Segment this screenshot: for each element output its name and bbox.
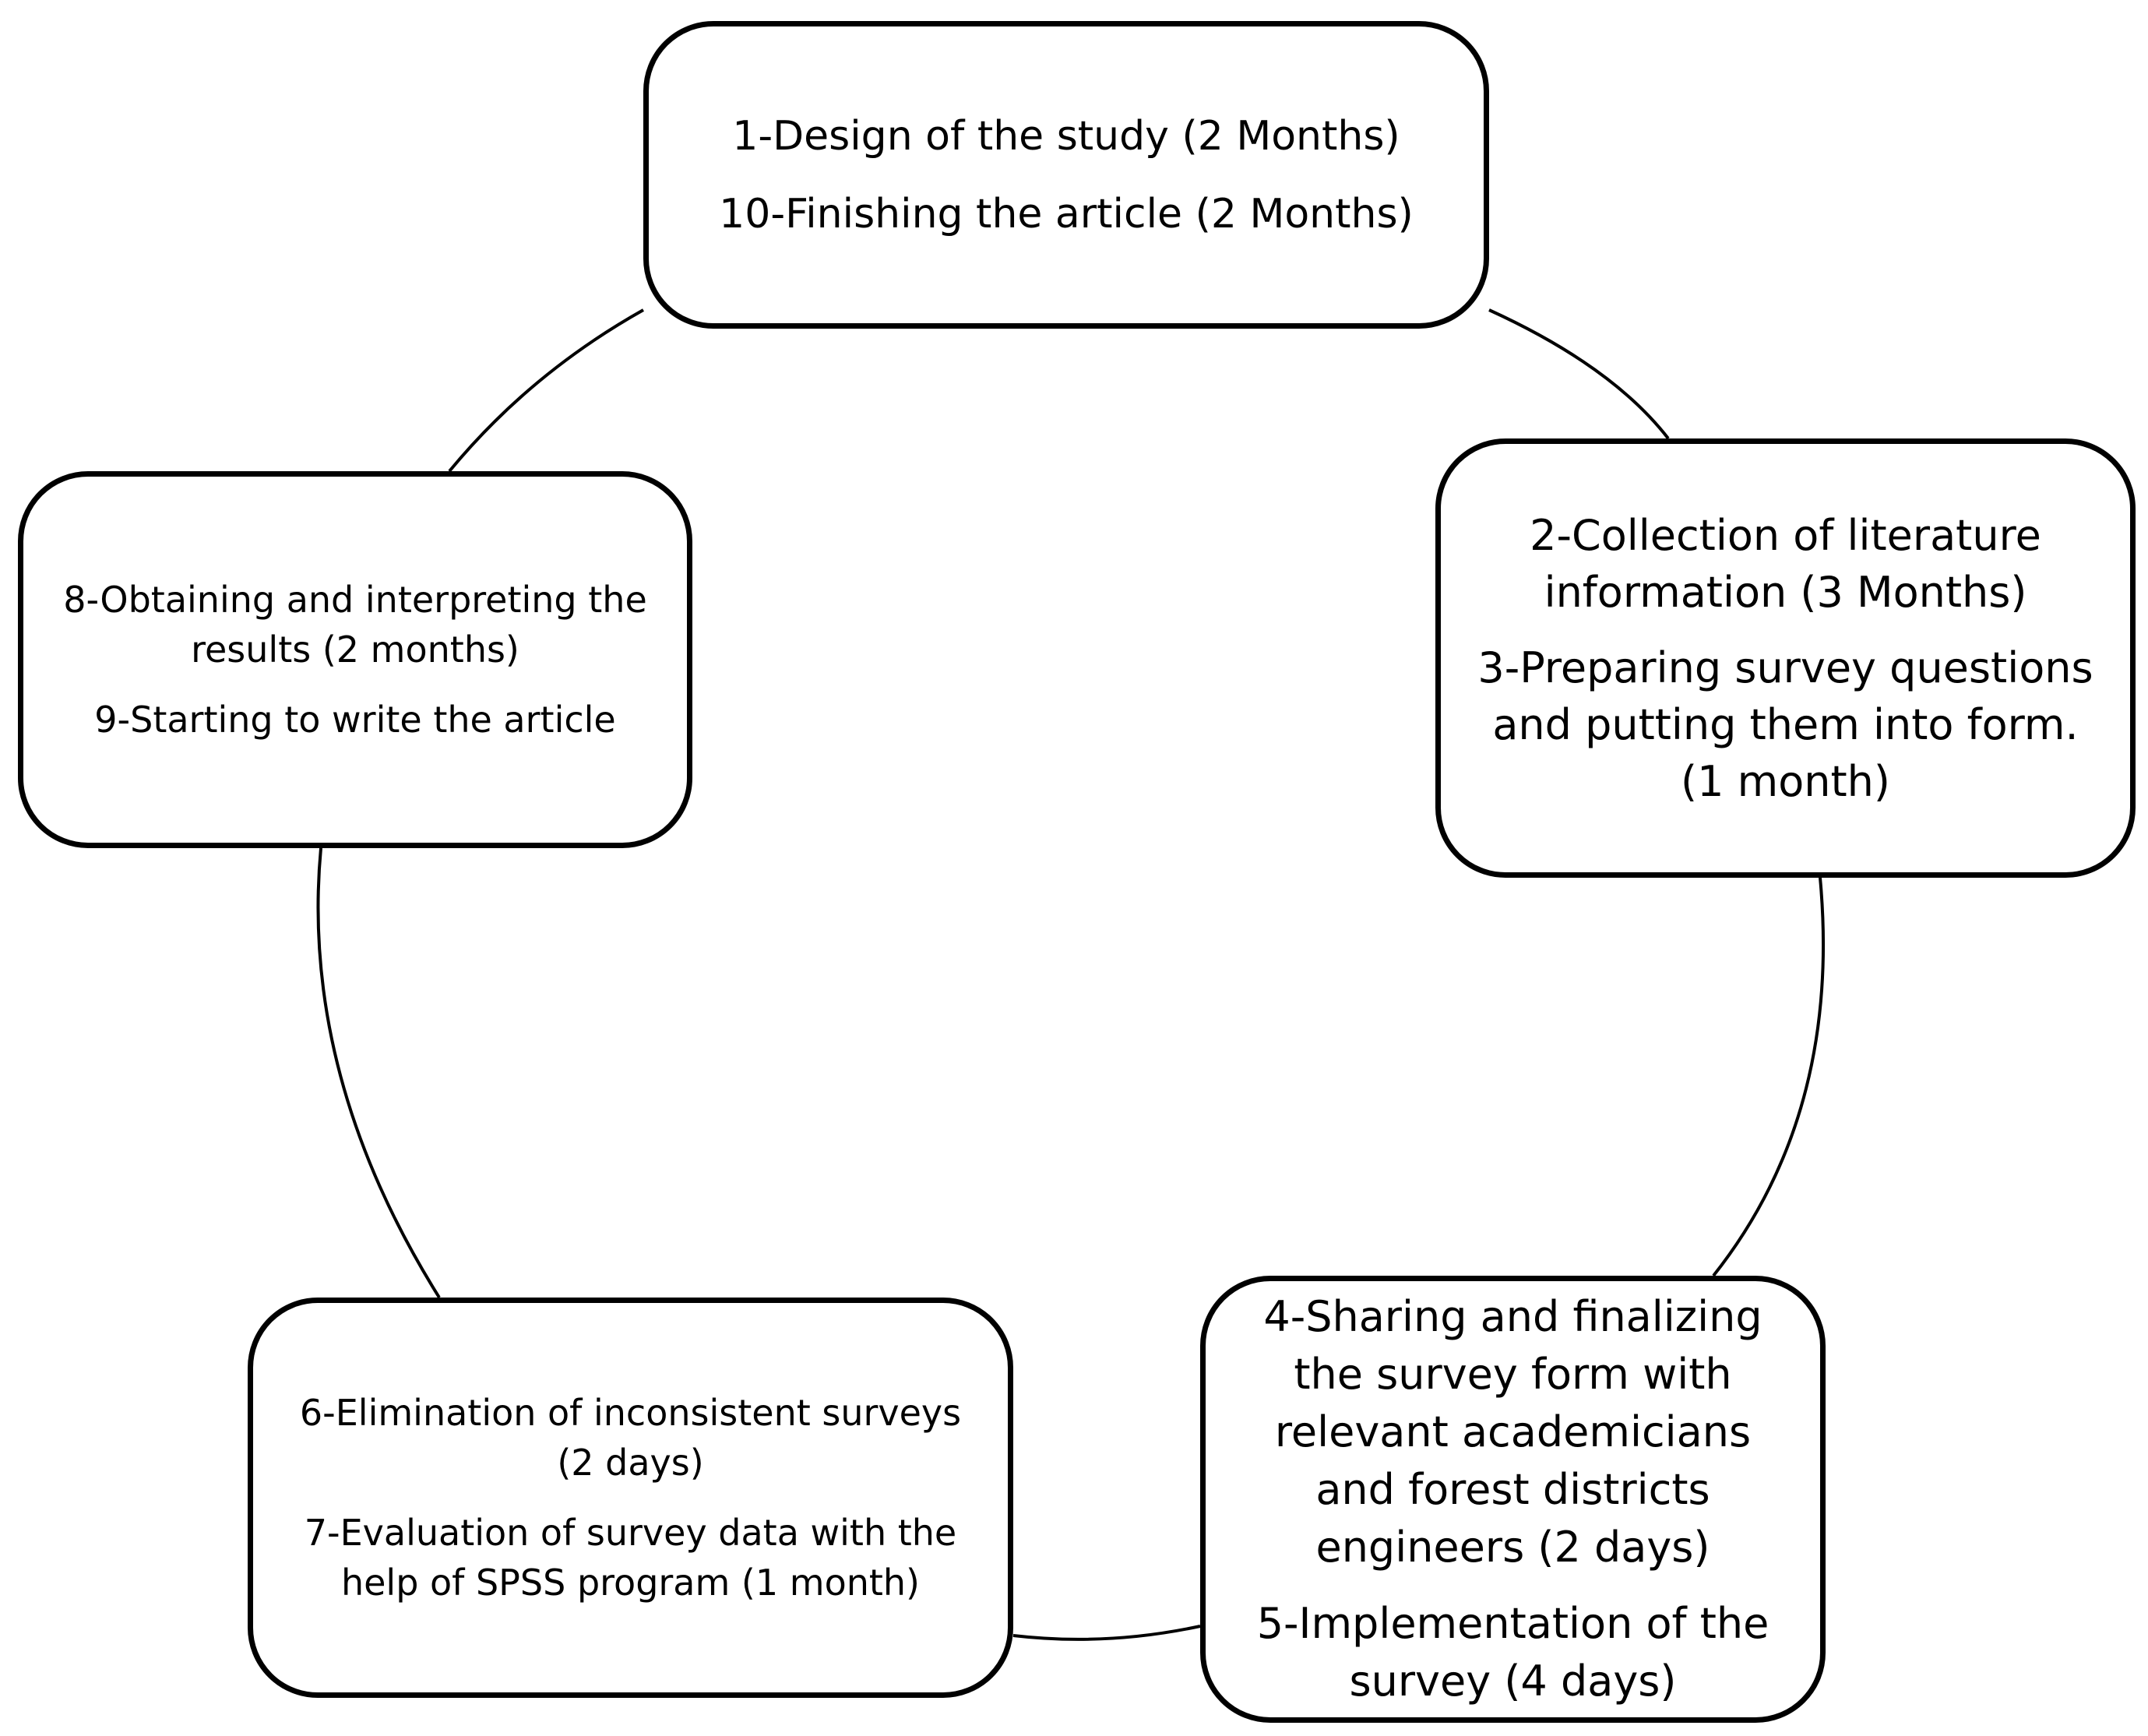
step-6-text: 6-Elimination of inconsistent surveys (2… (299, 1392, 962, 1484)
step-5-text: 5-Implementation of the survey (4 days) (1256, 1599, 1769, 1706)
step-10-text: 10-Finishing the article (2 Months) (719, 190, 1414, 238)
step-box-results-and-writing: 8-Obtaining and interpreting the results… (18, 471, 692, 848)
connector-bottom-right-to-bottom-left (1012, 1625, 1201, 1641)
step-9-text: 9-Starting to write the article (94, 699, 616, 741)
connector-right-to-bottom-right (1712, 877, 1825, 1277)
step-2-text: 2-Collection of literature information (… (1530, 510, 2041, 617)
step-box-literature-and-questions: 2-Collection of literature information (… (1435, 438, 2136, 878)
step-3-text: 3-Preparing survey questions and putting… (1477, 643, 2093, 806)
step-1-text: 1-Design of the study (2 Months) (732, 112, 1400, 160)
step-8-text: 8-Obtaining and interpreting the results… (63, 579, 647, 671)
connector-left-to-top (448, 308, 644, 473)
step-box-sharing-and-implementation: 4-Sharing and finalizing the survey form… (1200, 1276, 1826, 1723)
connector-top-to-right (1488, 308, 1670, 440)
step-4-text: 4-Sharing and finalizing the survey form… (1263, 1292, 1762, 1572)
connector-bottom-left-to-left (316, 847, 441, 1299)
step-box-elimination-and-evaluation: 6-Elimination of inconsistent surveys (2… (248, 1298, 1013, 1698)
step-box-design-and-finishing: 1-Design of the study (2 Months) 10-Fini… (643, 21, 1489, 329)
step-7-text: 7-Evaluation of survey data with the hel… (304, 1512, 957, 1604)
